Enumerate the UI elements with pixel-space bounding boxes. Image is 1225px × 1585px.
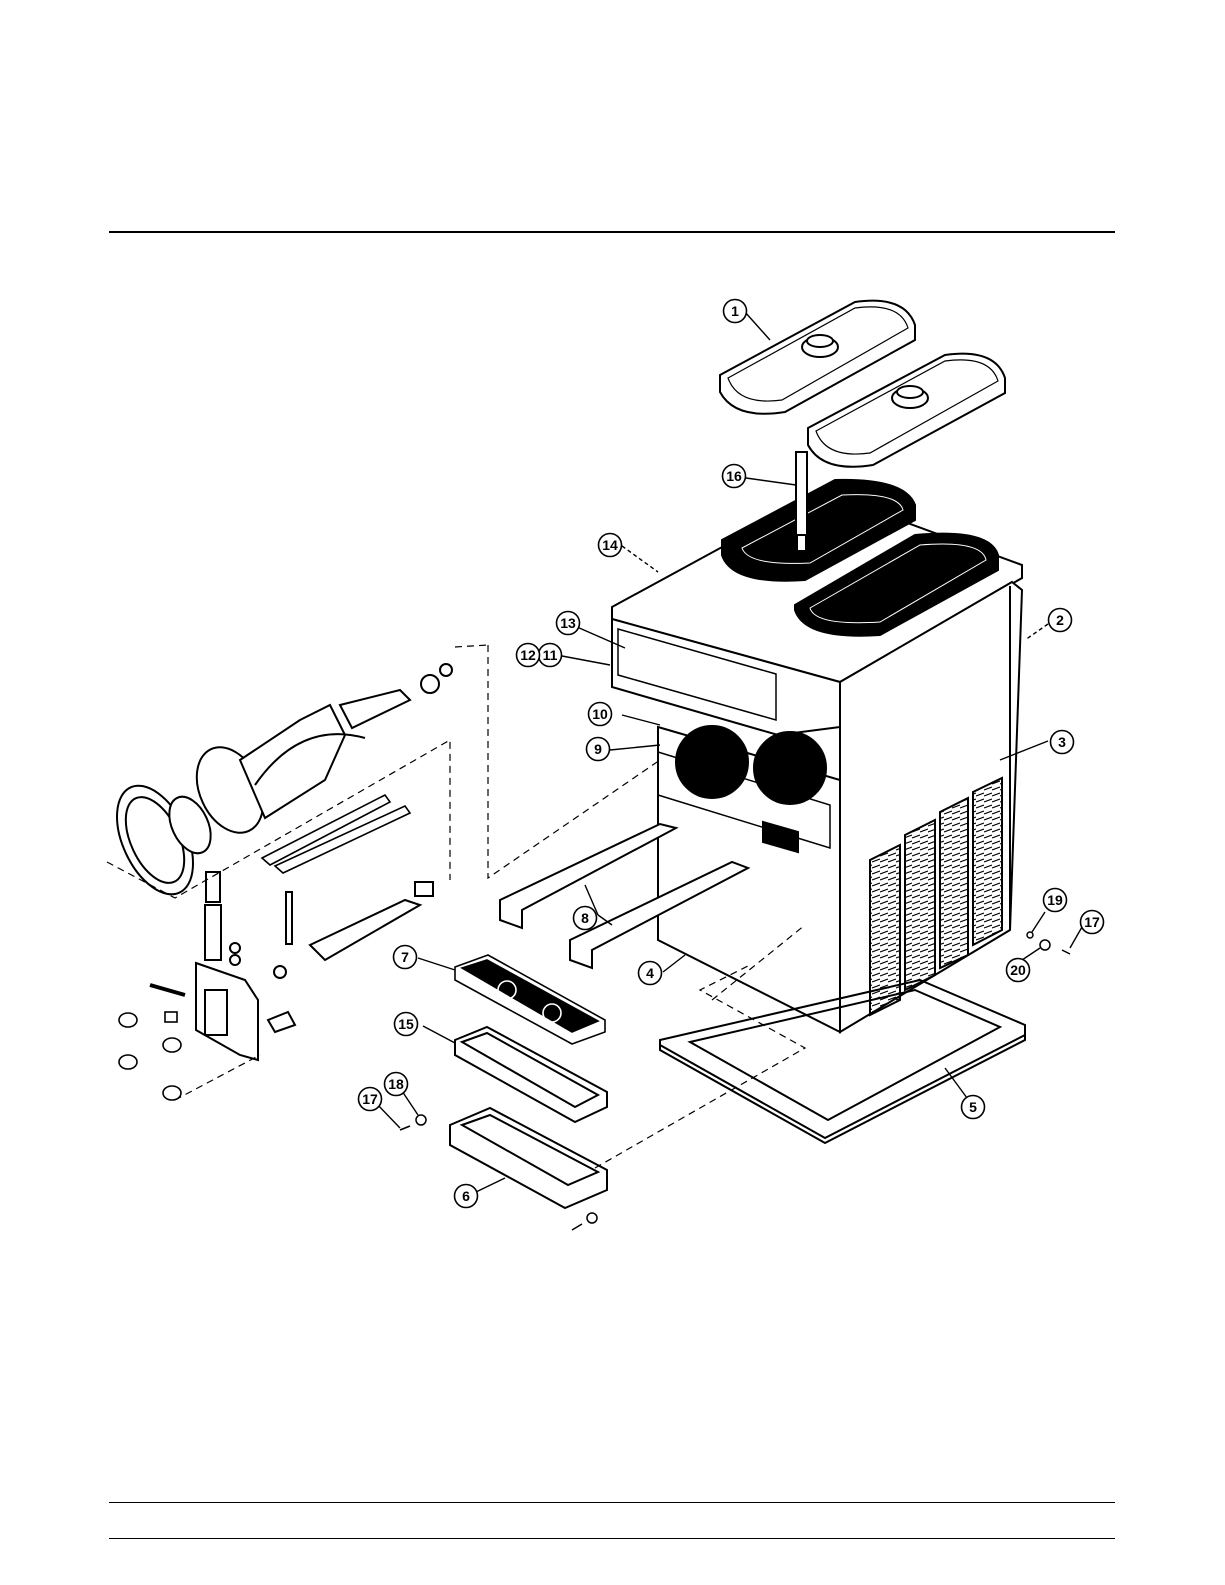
callout-number: 16 (726, 468, 742, 484)
callout-number: 15 (398, 1016, 414, 1032)
callout-number: 3 (1058, 734, 1066, 750)
drip-tray-pan (455, 1027, 607, 1122)
callout-number: 20 (1010, 962, 1026, 978)
callout-c2: 2 (1049, 609, 1072, 632)
callout-number: 7 (401, 949, 409, 965)
callout-c17b: 17 (1081, 911, 1104, 934)
callout-number: 13 (560, 615, 576, 631)
callout-number: 11 (543, 647, 558, 663)
callout-number: 1 (731, 303, 739, 319)
knobs (119, 1012, 181, 1100)
callout-number: 17 (362, 1091, 378, 1107)
callout-c15: 15 (395, 1013, 418, 1036)
callout-c16: 16 (723, 465, 746, 488)
freezer-cabinet (612, 452, 1022, 1032)
callout-c14: 14 (599, 534, 622, 557)
callout-c17a: 17 (359, 1088, 382, 1111)
callout-c12: 12 (517, 644, 540, 667)
callout-number: 18 (388, 1076, 404, 1092)
callout-number: 14 (602, 537, 618, 553)
callout-number: 19 (1047, 892, 1063, 908)
callout-c19: 19 (1044, 889, 1067, 912)
callout-c20: 20 (1007, 959, 1030, 982)
callout-number: 5 (969, 1099, 977, 1115)
callout-number: 4 (646, 965, 654, 981)
callout-c11: 11 (539, 644, 562, 667)
draw-valve-assembly (150, 872, 433, 1060)
callout-c4: 4 (639, 962, 662, 985)
callout-c8: 8 (574, 907, 597, 930)
callout-number: 12 (520, 647, 536, 663)
callout-number: 9 (594, 741, 602, 757)
beater-assembly (101, 664, 452, 906)
callout-c13: 13 (557, 612, 580, 635)
callout-c9: 9 (587, 738, 610, 761)
callout-c5: 5 (962, 1096, 985, 1119)
callout-number: 17 (1084, 914, 1100, 930)
callout-c7: 7 (394, 946, 417, 969)
callout-c10: 10 (589, 703, 612, 726)
callout-number: 10 (592, 706, 608, 722)
callout-c18: 18 (385, 1073, 408, 1096)
callout-c6: 6 (455, 1185, 478, 1208)
callout-number: 2 (1056, 612, 1064, 628)
callout-c3: 3 (1051, 731, 1074, 754)
callout-number: 8 (581, 910, 589, 926)
callout-number: 6 (462, 1188, 470, 1204)
callout-c1: 1 (724, 300, 747, 323)
